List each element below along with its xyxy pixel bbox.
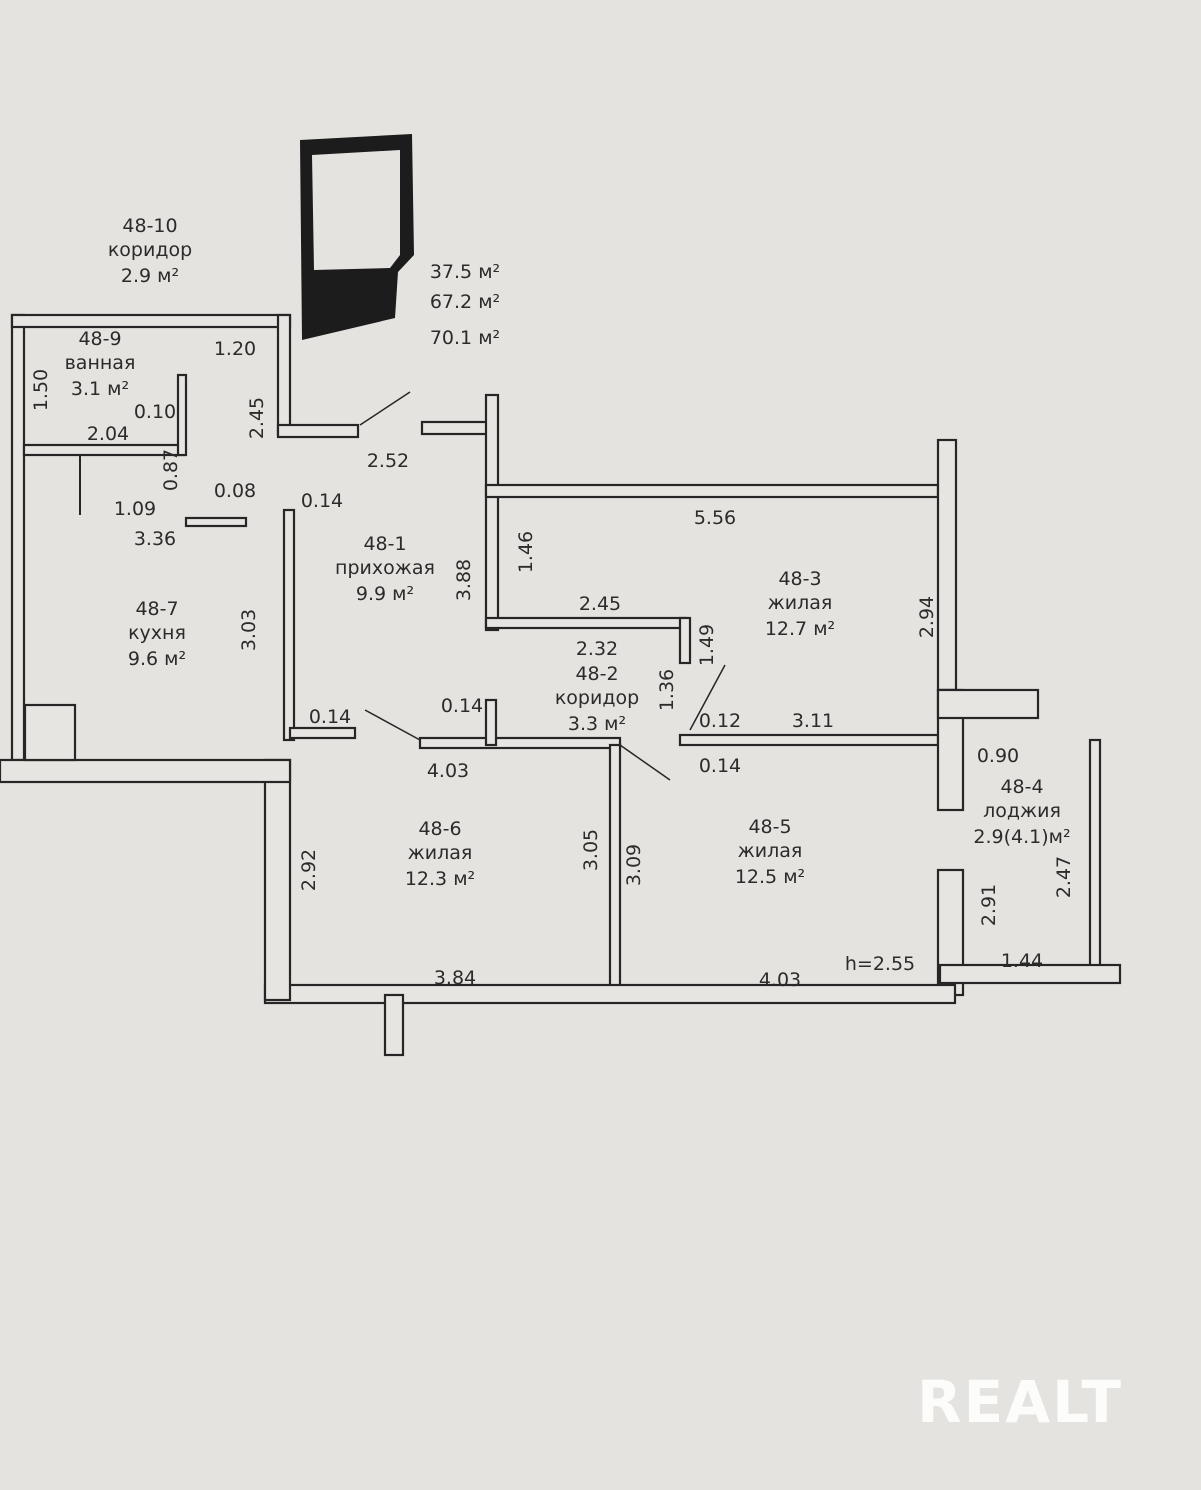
room-name: коридор (555, 687, 639, 709)
room-area: 3.3 м² (568, 713, 626, 735)
dimension-label: 5.56 (694, 507, 736, 529)
dimension-label: 3.84 (434, 967, 476, 989)
room-name: жилая (408, 842, 473, 864)
dimension-label: 2.45 (246, 397, 268, 439)
room-area: 12.3 м² (405, 868, 475, 890)
dimension-label: 3.88 (453, 559, 475, 601)
dimension-label: 0.14 (699, 755, 741, 777)
dimension-label: 3.05 (580, 829, 602, 871)
dimension-label: 2.91 (978, 884, 1000, 926)
room-id: 48-10 (122, 215, 177, 237)
dimension-label: 0.08 (214, 480, 256, 502)
room-area: 3.1 м² (71, 378, 129, 400)
room-id: 48-3 (778, 568, 821, 590)
room-area: 9.9 м² (356, 583, 414, 605)
dimension-label: 1.44 (1001, 950, 1043, 972)
dimension-label: 2.45 (579, 593, 621, 615)
dimension-label: 1.49 (696, 624, 718, 666)
room-name: прихожая (335, 557, 435, 579)
room-id: 48-2 (575, 663, 618, 685)
room-id: 48-1 (363, 533, 406, 555)
dimension-label: 0.14 (309, 706, 351, 728)
room-name: ванная (65, 352, 136, 374)
room-area: 12.7 м² (765, 618, 835, 640)
room-area: 12.5 м² (735, 866, 805, 888)
sim-card-tray (300, 134, 414, 340)
dimension-label: 1.20 (214, 338, 256, 360)
room-name: жилая (738, 840, 803, 862)
dimension-label: 4.03 (759, 969, 801, 991)
dimension-label: 2.92 (298, 849, 320, 891)
dimension-label: 0.14 (441, 695, 483, 717)
room-name: лоджия (983, 800, 1061, 822)
room-id: 48-4 (1000, 776, 1043, 798)
walls (0, 313, 1122, 1057)
dimension-label: 2.04 (87, 423, 129, 445)
total-area: 37.5 м² (430, 261, 500, 283)
dimension-label: 1.09 (114, 498, 156, 520)
dimension-label: 4.03 (427, 760, 469, 782)
dimension-label: 3.03 (238, 609, 260, 651)
room-name: коридор (108, 239, 192, 261)
total-area: 67.2 м² (430, 291, 500, 313)
dimension-label: 1.46 (515, 531, 537, 573)
room-area: 9.6 м² (128, 648, 186, 670)
dimension-label: 3.11 (792, 710, 834, 732)
total-area: 70.1 м² (430, 327, 500, 349)
dimension-label: 1.50 (30, 369, 52, 411)
room-id: 48-5 (748, 816, 791, 838)
room-id: 48-6 (418, 818, 461, 840)
room-area: 2.9(4.1)м² (973, 826, 1070, 848)
dimension-label: 0.14 (301, 490, 343, 512)
dimension-label: 0.12 (699, 710, 741, 732)
room-area: 2.9 м² (121, 265, 179, 287)
dimension-label: 0.87 (160, 449, 182, 491)
dimension-label: 0.10 (134, 401, 176, 423)
dimension-label: 3.36 (134, 528, 176, 550)
realt-watermark: REALT (917, 1368, 1123, 1436)
room-id: 48-7 (135, 598, 178, 620)
room-name: жилая (768, 592, 833, 614)
room-name: кухня (128, 622, 186, 644)
dimension-label: 0.90 (977, 745, 1019, 767)
dimension-label: 2.52 (367, 450, 409, 472)
dimension-label: 3.09 (623, 844, 645, 886)
dimension-label: 2.94 (916, 596, 938, 638)
dimension-label: 1.36 (656, 669, 678, 711)
dimension-label: 2.47 (1053, 856, 1075, 898)
dimension-label: 2.32 (576, 638, 618, 660)
room-id: 48-9 (78, 328, 121, 350)
ceiling-height-label: h=2.55 (845, 953, 915, 975)
